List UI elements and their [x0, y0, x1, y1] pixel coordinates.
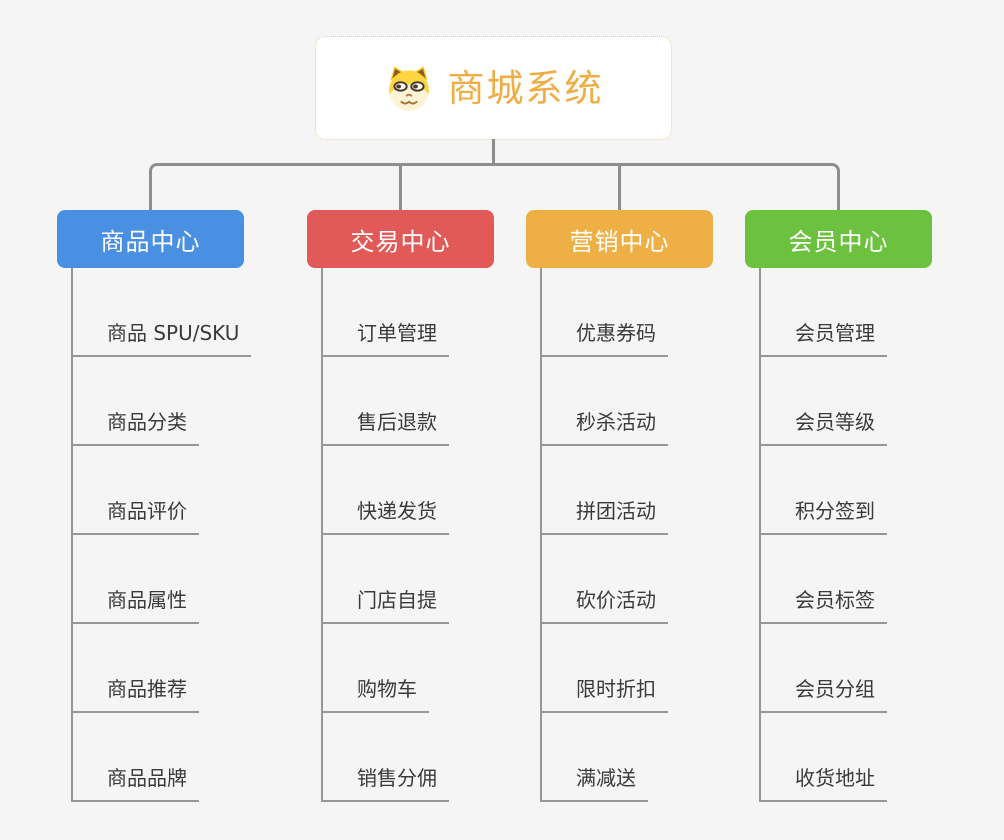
connector-branch-line — [321, 268, 323, 802]
leaf-node[interactable]: 砍价活动 — [541, 588, 668, 624]
connector-drop — [618, 165, 621, 210]
branch-items: 商品 SPU/SKU 商品分类 商品评价 商品属性 商品推荐 商品品牌 — [57, 268, 252, 802]
branch-node[interactable]: 会员中心 — [745, 210, 932, 268]
leaf-row: 销售分佣 — [307, 713, 449, 802]
leaf-row: 满减送 — [526, 713, 668, 802]
leaf-node[interactable]: 收货地址 — [760, 766, 887, 802]
leaf-node[interactable]: 门店自提 — [322, 588, 449, 624]
leaf-row: 订单管理 — [307, 268, 449, 357]
branch-column: 交易中心 订单管理 售后退款 快递发货 门店自提 购物车 销售分佣 — [307, 210, 494, 802]
branch-node[interactable]: 营销中心 — [526, 210, 713, 268]
leaf-row: 优惠券码 — [526, 268, 668, 357]
leaf-node[interactable]: 售后退款 — [322, 410, 449, 446]
branch-column: 会员中心 会员管理 会员等级 积分签到 会员标签 会员分组 收货地址 — [745, 210, 932, 802]
leaf-row: 积分签到 — [745, 446, 887, 535]
leaf-row: 商品 SPU/SKU — [57, 268, 252, 357]
branch-items: 订单管理 售后退款 快递发货 门店自提 购物车 销售分佣 — [307, 268, 449, 802]
leaf-node[interactable]: 满减送 — [541, 766, 648, 802]
leaf-node[interactable]: 商品评价 — [72, 499, 199, 535]
leaf-node[interactable]: 订单管理 — [322, 321, 449, 357]
leaf-node[interactable]: 会员等级 — [760, 410, 887, 446]
leaf-node[interactable]: 商品推荐 — [72, 677, 199, 713]
leaf-node[interactable]: 限时折扣 — [541, 677, 668, 713]
leaf-node[interactable]: 商品品牌 — [72, 766, 199, 802]
branch-items: 优惠券码 秒杀活动 拼团活动 砍价活动 限时折扣 满减送 — [526, 268, 668, 802]
leaf-row: 会员等级 — [745, 357, 887, 446]
leaf-node[interactable]: 销售分佣 — [322, 766, 449, 802]
branch-node[interactable]: 商品中心 — [57, 210, 244, 268]
leaf-row: 商品属性 — [57, 535, 251, 624]
leaf-node[interactable]: 积分签到 — [760, 499, 887, 535]
leaf-row: 收货地址 — [745, 713, 887, 802]
leaf-row: 商品分类 — [57, 357, 251, 446]
leaf-node[interactable]: 会员标签 — [760, 588, 887, 624]
leaf-node[interactable]: 商品分类 — [72, 410, 199, 446]
leaf-node[interactable]: 商品属性 — [72, 588, 199, 624]
connector-branch-line — [540, 268, 542, 802]
root-node[interactable]: 商城系统 — [315, 36, 672, 140]
leaf-row: 商品评价 — [57, 446, 251, 535]
leaf-node[interactable]: 快递发货 — [322, 499, 449, 535]
leaf-row: 购物车 — [307, 624, 449, 713]
leaf-row: 砍价活动 — [526, 535, 668, 624]
leaf-node[interactable]: 购物车 — [322, 677, 429, 713]
leaf-node[interactable]: 商品 SPU/SKU — [72, 321, 252, 357]
connector-branch-line — [759, 268, 761, 802]
connector-branch-line — [71, 268, 73, 802]
leaf-row: 售后退款 — [307, 357, 449, 446]
leaf-row: 限时折扣 — [526, 624, 668, 713]
leaf-row: 拼团活动 — [526, 446, 668, 535]
leaf-row: 商品推荐 — [57, 624, 251, 713]
leaf-node[interactable]: 会员管理 — [760, 321, 887, 357]
branch-column: 营销中心 优惠券码 秒杀活动 拼团活动 砍价活动 限时折扣 满减送 — [526, 210, 713, 802]
leaf-row: 会员标签 — [745, 535, 887, 624]
leaf-row: 会员管理 — [745, 268, 887, 357]
connector-rail — [149, 163, 840, 210]
leaf-row: 秒杀活动 — [526, 357, 668, 446]
branch-items: 会员管理 会员等级 积分签到 会员标签 会员分组 收货地址 — [745, 268, 887, 802]
leaf-row: 商品品牌 — [57, 713, 251, 802]
leaf-node[interactable]: 秒杀活动 — [541, 410, 668, 446]
leaf-row: 门店自提 — [307, 535, 449, 624]
leaf-node[interactable]: 会员分组 — [760, 677, 887, 713]
dog-icon — [384, 65, 434, 111]
branch-node[interactable]: 交易中心 — [307, 210, 494, 268]
connector-root-stub — [492, 139, 495, 165]
branch-column: 商品中心 商品 SPU/SKU 商品分类 商品评价 商品属性 商品推荐 商品品牌 — [57, 210, 252, 802]
leaf-row: 会员分组 — [745, 624, 887, 713]
leaf-node[interactable]: 优惠券码 — [541, 321, 668, 357]
leaf-node[interactable]: 拼团活动 — [541, 499, 668, 535]
connector-drop — [399, 165, 402, 210]
leaf-row: 快递发货 — [307, 446, 449, 535]
root-title: 商城系统 — [447, 66, 604, 110]
